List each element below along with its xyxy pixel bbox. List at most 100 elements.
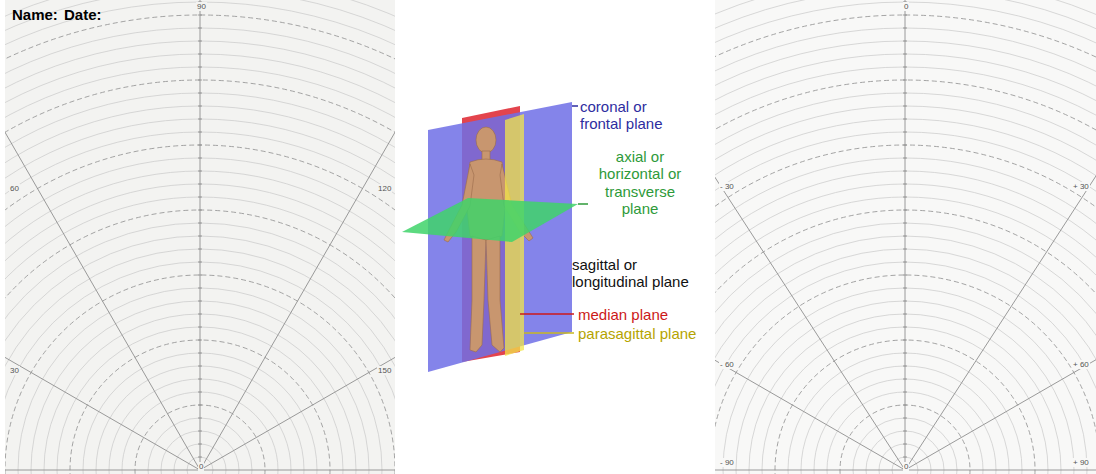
grid-tick bbox=[903, 158, 907, 159]
grid-arc bbox=[715, 106, 1096, 474]
grid-arc bbox=[715, 171, 1096, 474]
angle-label: 90 bbox=[196, 2, 207, 11]
grid-tick bbox=[903, 457, 907, 458]
leader-line bbox=[520, 313, 574, 315]
plane-label: parasagittal plane bbox=[578, 325, 696, 342]
grid-tick bbox=[903, 132, 907, 133]
grid-tick bbox=[903, 210, 907, 211]
grid-tick bbox=[198, 145, 202, 146]
grid-tick bbox=[198, 67, 202, 68]
grid-arc bbox=[715, 184, 1096, 474]
grid-tick bbox=[198, 236, 202, 237]
grid-arc bbox=[715, 275, 1096, 474]
grid-tick bbox=[198, 275, 202, 276]
grid-tick bbox=[198, 28, 202, 29]
grid-arc bbox=[715, 210, 1096, 474]
grid-tick bbox=[198, 80, 202, 81]
plane-label: sagittal or longitudinal plane bbox=[572, 256, 710, 291]
grid-tick bbox=[903, 80, 907, 81]
grid-tick bbox=[903, 275, 907, 276]
angle-label: + 60 bbox=[1072, 360, 1090, 369]
grid-radial-line bbox=[200, 470, 395, 471]
angle-label: - 30 bbox=[719, 182, 735, 191]
grid-tick bbox=[198, 93, 202, 94]
grid-arc bbox=[715, 236, 1096, 474]
grid-radial-line bbox=[905, 120, 1096, 470]
grid-tick bbox=[903, 314, 907, 315]
grid-tick bbox=[903, 249, 907, 250]
grid-tick bbox=[198, 249, 202, 250]
plane-label: coronal or frontal plane bbox=[580, 98, 685, 133]
grid-tick bbox=[198, 197, 202, 198]
grid-radial-line bbox=[905, 0, 1096, 470]
grid-tick bbox=[903, 106, 907, 107]
grid-tick bbox=[198, 418, 202, 419]
grid-arc bbox=[715, 28, 1096, 474]
axial-plane bbox=[402, 198, 578, 242]
grid-tick bbox=[903, 197, 907, 198]
grid-arc bbox=[715, 197, 1096, 474]
grid-arc bbox=[715, 0, 1096, 474]
grid-arc bbox=[715, 158, 1096, 474]
grid-radial-line bbox=[715, 0, 905, 470]
grid-radial-line bbox=[5, 470, 200, 471]
grid-tick bbox=[198, 444, 202, 445]
grid-tick bbox=[903, 171, 907, 172]
grid-tick bbox=[198, 184, 202, 185]
grid-tick bbox=[903, 444, 907, 445]
form-field-label: Name: bbox=[12, 6, 58, 23]
grid-tick bbox=[903, 41, 907, 42]
grid-tick bbox=[903, 184, 907, 185]
leader-line bbox=[578, 203, 588, 205]
grid-arc bbox=[715, 80, 1096, 474]
grid-tick bbox=[903, 223, 907, 224]
left-polar-grid bbox=[5, 0, 395, 474]
angle-label: 150 bbox=[377, 366, 392, 375]
grid-tick bbox=[198, 223, 202, 224]
right-polar-grid bbox=[715, 0, 1096, 474]
grid-tick bbox=[903, 340, 907, 341]
grid-tick bbox=[198, 106, 202, 107]
grid-tick bbox=[903, 15, 907, 16]
leader-line bbox=[524, 332, 574, 334]
grid-radial-line bbox=[200, 0, 395, 470]
grid-tick bbox=[198, 405, 202, 406]
grid-radial-line bbox=[200, 0, 201, 470]
grid-tick bbox=[198, 119, 202, 120]
grid-arc bbox=[715, 0, 1096, 474]
grid-tick bbox=[903, 405, 907, 406]
angle-label: 120 bbox=[377, 184, 392, 193]
grid-arc bbox=[715, 2, 1096, 474]
angle-label: 0 bbox=[198, 462, 204, 471]
grid-tick bbox=[198, 262, 202, 263]
grid-tick bbox=[198, 314, 202, 315]
right-chart-paper bbox=[715, 0, 1096, 474]
grid-tick bbox=[903, 54, 907, 55]
angle-label: 0 bbox=[903, 462, 909, 471]
grid-tick bbox=[903, 418, 907, 419]
grid-tick bbox=[198, 210, 202, 211]
grid-arc bbox=[715, 145, 1096, 474]
grid-tick bbox=[903, 431, 907, 432]
grid-radial-line bbox=[905, 0, 906, 470]
grid-tick bbox=[903, 288, 907, 289]
grid-tick bbox=[903, 67, 907, 68]
grid-tick bbox=[903, 379, 907, 380]
grid-tick bbox=[903, 301, 907, 302]
grid-tick bbox=[903, 145, 907, 146]
grid-tick bbox=[198, 327, 202, 328]
grid-tick bbox=[903, 353, 907, 354]
grid-arc bbox=[715, 223, 1096, 474]
grid-tick bbox=[198, 457, 202, 458]
leader-line bbox=[572, 105, 578, 107]
grid-arc bbox=[715, 15, 1096, 474]
angle-label: 0 bbox=[903, 2, 909, 11]
grid-tick bbox=[903, 366, 907, 367]
grid-tick bbox=[903, 119, 907, 120]
grid-tick bbox=[198, 301, 202, 302]
grid-tick bbox=[198, 431, 202, 432]
angle-label: 30 bbox=[9, 366, 20, 375]
grid-tick bbox=[198, 41, 202, 42]
grid-tick bbox=[903, 28, 907, 29]
